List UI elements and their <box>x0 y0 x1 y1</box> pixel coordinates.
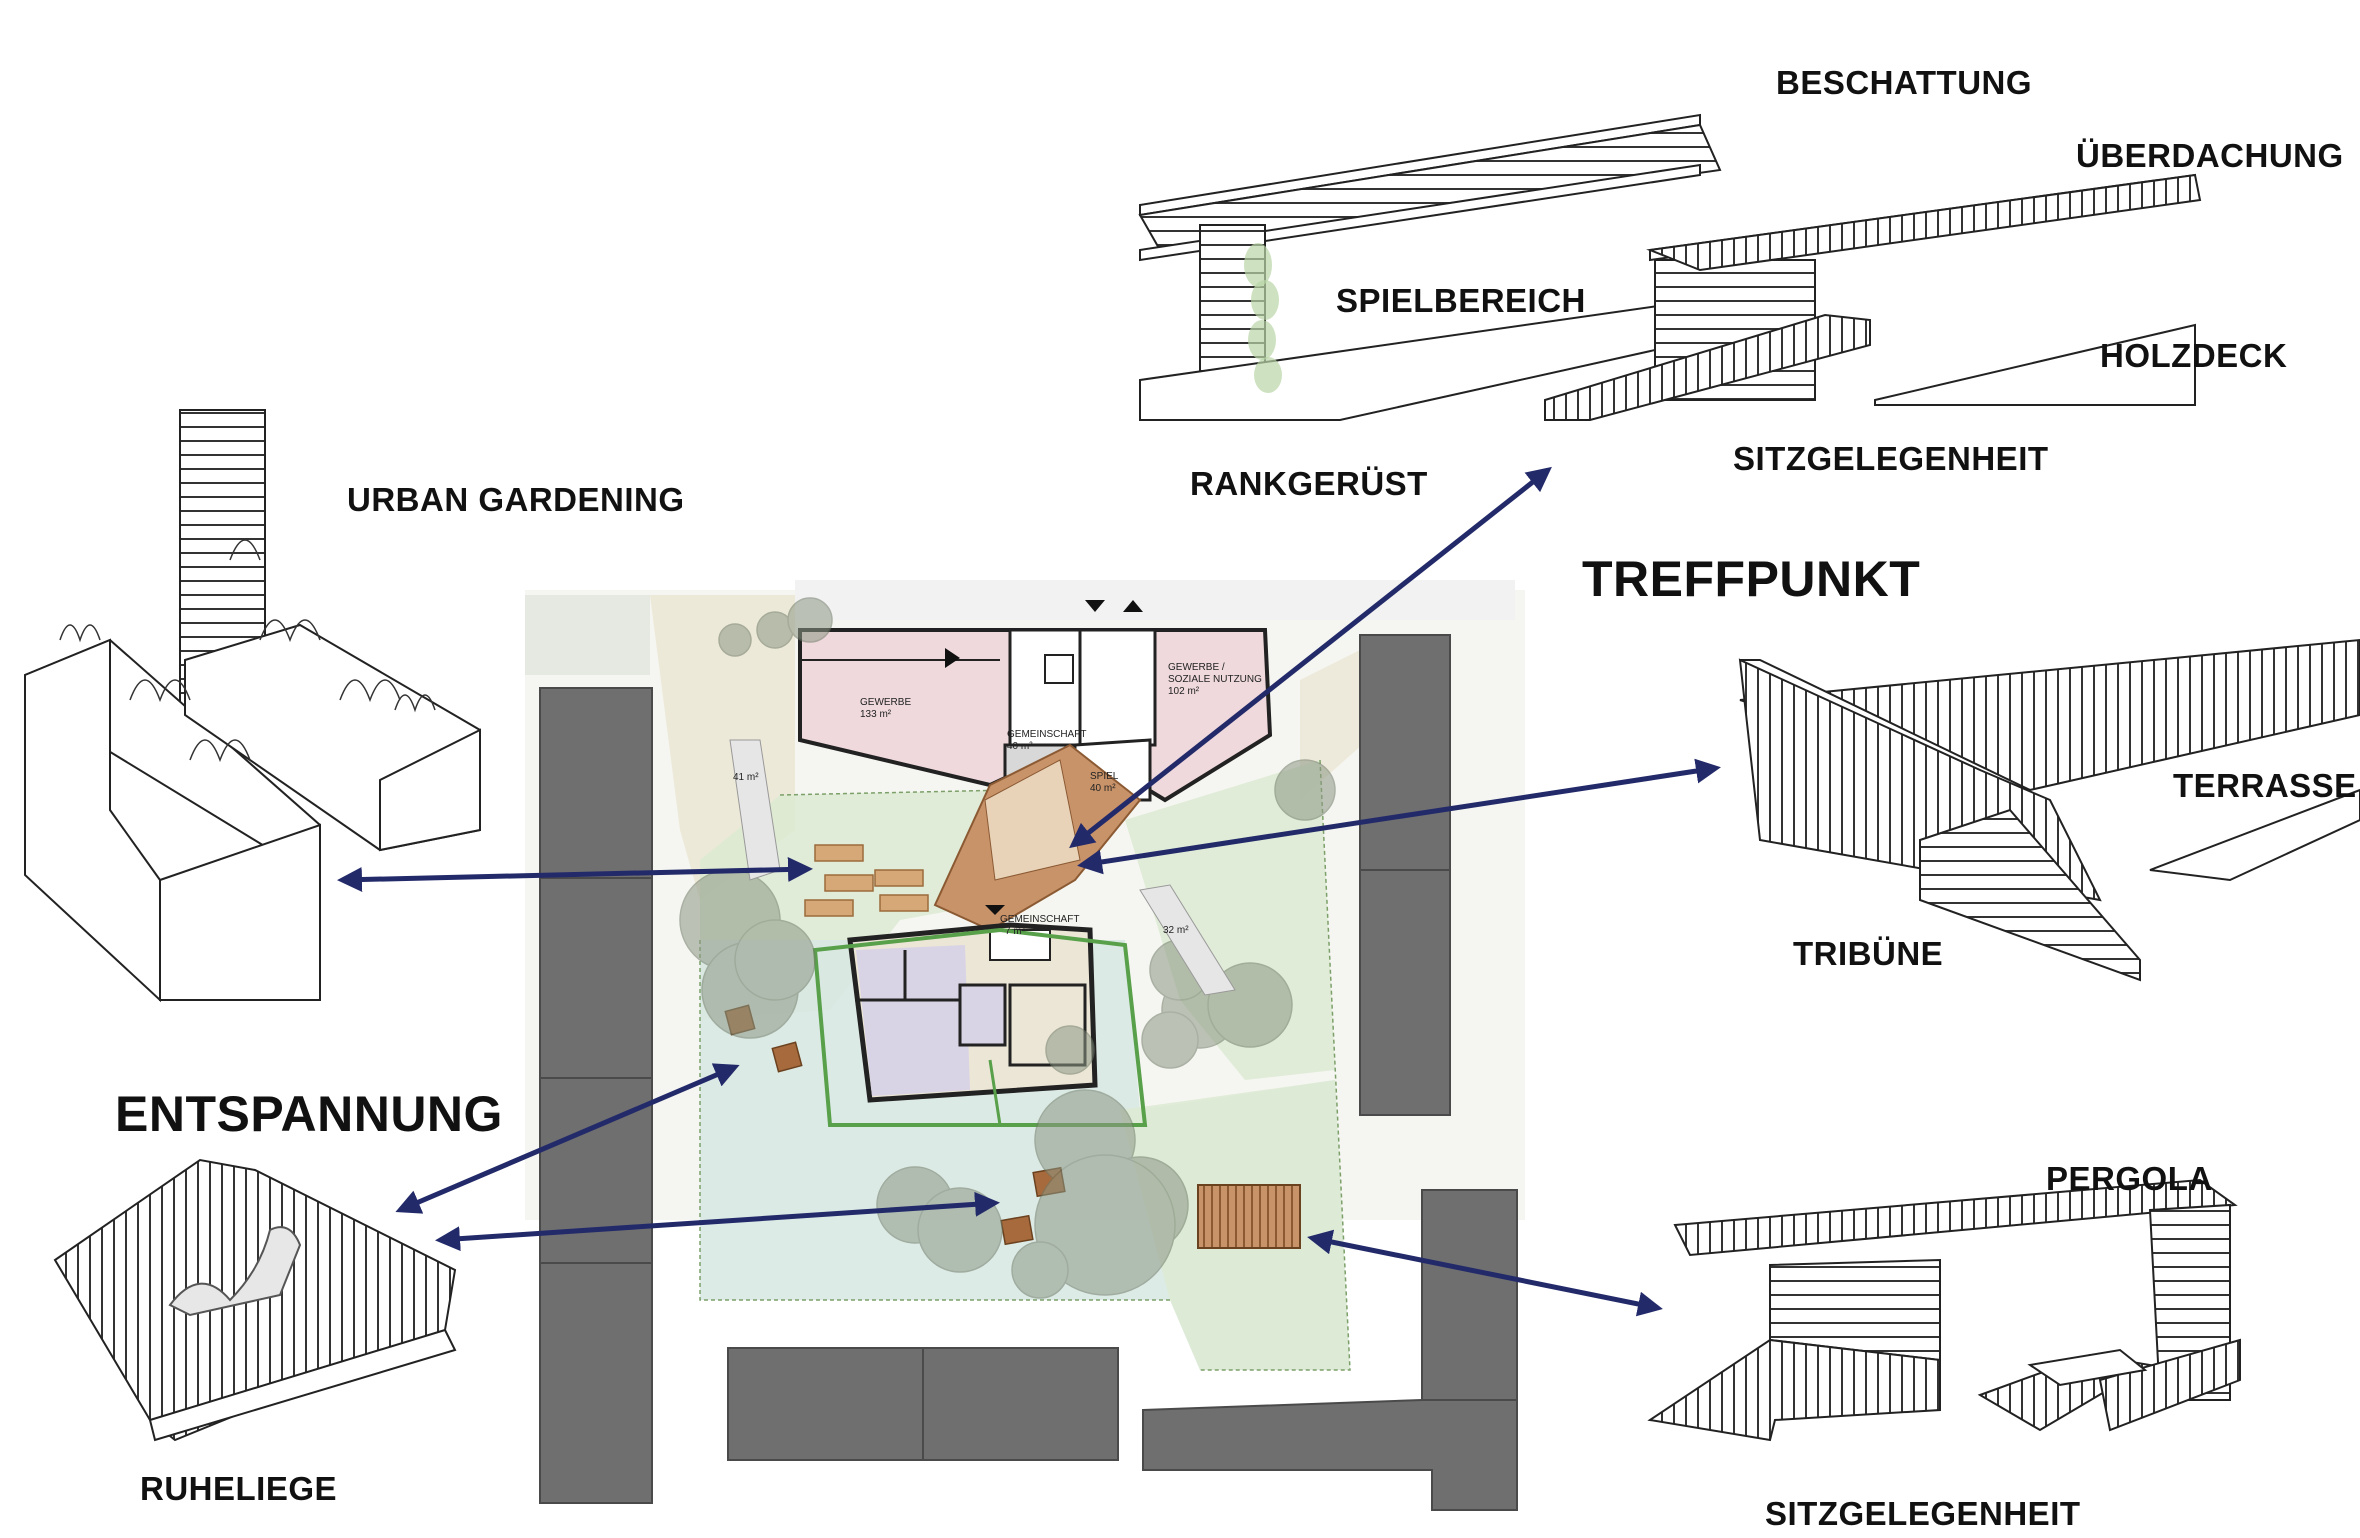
label-spielbereich: SPIELBEREICH <box>1336 282 1586 319</box>
arrow-ruheliege-1 <box>395 1063 740 1214</box>
label-pergola: PERGOLA <box>2046 1160 2213 1197</box>
label-entspannung: ENTSPANNUNG <box>115 1086 503 1142</box>
label-beschattung: BESCHATTUNG <box>1776 64 2033 101</box>
garden-beds <box>804 844 929 917</box>
label-tribuene: TRIBÜNE <box>1793 935 1944 972</box>
label-urban-gardening: URBAN GARDENING <box>347 481 685 518</box>
label-treffpunkt: TREFFPUNKT <box>1582 551 1921 607</box>
room-gemeinschaft-mid-area: 7 m² <box>1005 926 1026 937</box>
area-41-label: 41 m² <box>733 772 759 783</box>
ruheliege-sketch <box>53 1158 457 1442</box>
room-gemeinschaft-top-area: 40 m² <box>1007 741 1033 752</box>
label-ruheliege: RUHELIEGE <box>140 1470 338 1507</box>
arrow-urban-gardening <box>337 856 813 893</box>
label-sitzgelegenheit-top: SITZGELEGENHEIT <box>1733 440 2049 477</box>
room-gewerbe-right-1: GEWERBE / <box>1168 662 1225 673</box>
tribuene-terrasse-sketch <box>1738 638 2360 982</box>
urban-gardening-sketch <box>24 409 481 1003</box>
room-spiel: SPIEL <box>1090 771 1119 782</box>
treffpunkt-top-sketch <box>1138 113 2202 421</box>
room-gewerbe-left: GEWERBE <box>860 697 911 708</box>
room-gewerbe-right-2: SOZIALE NUTZUNG <box>1168 674 1262 685</box>
label-rankgeruest: RANKGERÜST <box>1190 465 1428 502</box>
label-sitzgelegenheit-bottom: SITZGELEGENHEIT <box>1765 1495 2081 1532</box>
site-plan: GEWERBE 133 m² GEMEINSCHAFT 40 m² SPIEL … <box>525 580 1525 1511</box>
residential-building <box>847 922 1098 1103</box>
arrow-ruheliege-2 <box>435 1191 1000 1252</box>
pergola-deck <box>1197 1184 1301 1249</box>
arrow-pergola <box>1307 1229 1663 1317</box>
room-gewerbe-right-area: 102 m² <box>1168 686 1200 697</box>
room-gewerbe-left-area: 133 m² <box>860 709 892 720</box>
pergola-sketch <box>1647 1178 2241 1442</box>
label-terrasse: TERRASSE <box>2173 767 2357 804</box>
arrow-tribuene <box>1077 758 1721 875</box>
label-holzdeck: HOLZDECK <box>2100 337 2288 374</box>
area-32-label: 32 m² <box>1163 925 1189 936</box>
room-spiel-area: 40 m² <box>1090 783 1116 794</box>
connector-arrows <box>337 466 1721 1317</box>
room-gemeinschaft-mid: GEMEINSCHAFT <box>1000 914 1079 925</box>
room-gemeinschaft-top: GEMEINSCHAFT <box>1007 729 1086 740</box>
label-ueberdachung: ÜBERDACHUNG <box>2076 137 2344 174</box>
